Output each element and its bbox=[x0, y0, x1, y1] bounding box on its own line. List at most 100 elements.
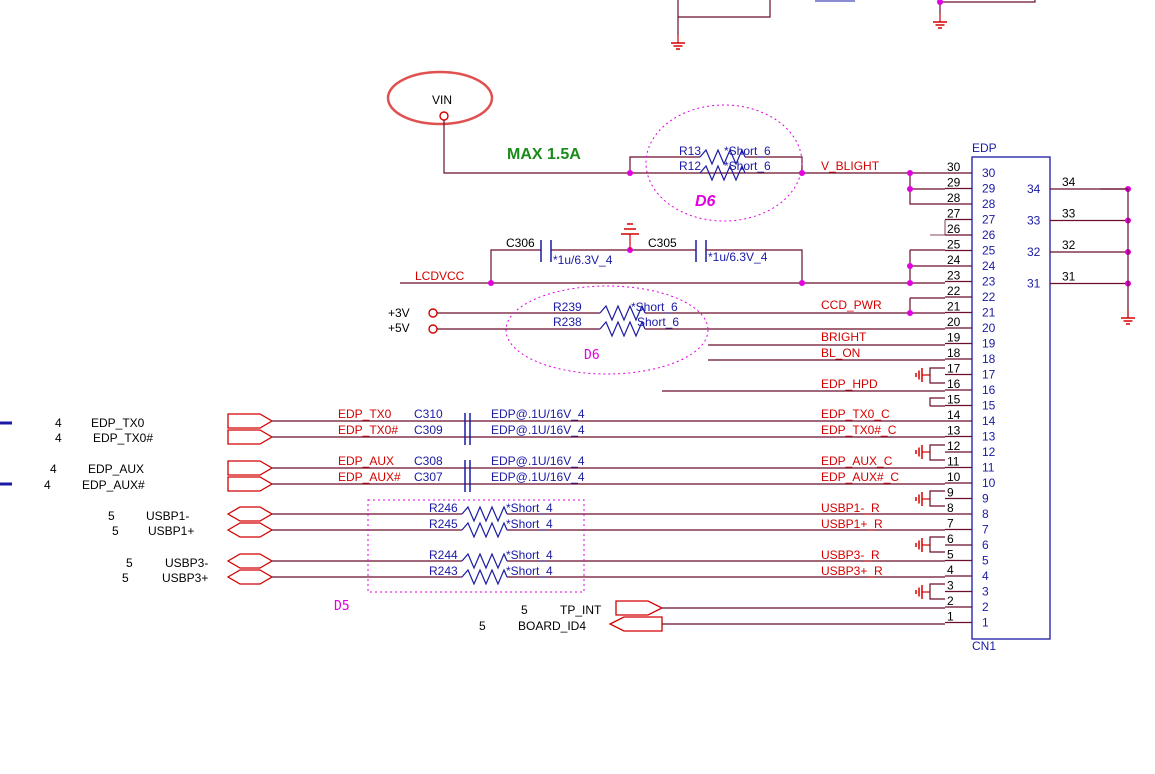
pin-31-number-outer: 31 bbox=[1062, 270, 1076, 284]
c305-ref: C305 bbox=[648, 236, 677, 250]
p3v-label: +3V bbox=[388, 306, 410, 320]
pin-29-number-inner: 29 bbox=[982, 182, 996, 196]
pin-25-number-outer: 25 bbox=[947, 238, 961, 252]
pin-21-number-inner: 21 bbox=[982, 306, 996, 320]
offpage-usbp3n-name: USBP3- bbox=[165, 556, 208, 570]
d6-top-group-label: D6 bbox=[695, 193, 716, 210]
r246-ref: R246 bbox=[429, 501, 458, 515]
vin-highlight-ring bbox=[386, 70, 494, 126]
pin-9-number-inner: 9 bbox=[982, 492, 989, 506]
pin-18-number-inner: 18 bbox=[982, 352, 996, 366]
c310-value: EDP@.1U/16V_4 bbox=[491, 407, 585, 421]
pin-7-number-outer: 7 bbox=[947, 517, 954, 531]
r239-ref: R239 bbox=[553, 300, 582, 314]
p5v-label: +5V bbox=[388, 321, 410, 335]
r246-resistor bbox=[461, 505, 508, 523]
misc-offpage: 5 TP_INT 5 BOARD_ID4 bbox=[479, 600, 945, 633]
edp-tx0-c-net: EDP_TX0_C bbox=[821, 407, 890, 421]
r238-value: Short_6 bbox=[637, 315, 679, 329]
c307-ref: C307 bbox=[414, 470, 443, 484]
pin-23-number-outer: 23 bbox=[947, 269, 961, 283]
usbp1p-r-net: USBP1+_R bbox=[821, 517, 883, 531]
d5-group-label: D5 bbox=[334, 599, 350, 614]
r245-resistor bbox=[461, 521, 508, 539]
pin-4-number-inner: 4 bbox=[982, 569, 989, 583]
pin-6-number-outer: 6 bbox=[947, 532, 954, 546]
pin-12-number-outer: 12 bbox=[947, 439, 961, 453]
c308-value: EDP@.1U/16V_4 bbox=[491, 454, 585, 468]
pin-14-number-inner: 14 bbox=[982, 414, 996, 428]
edp-auxn-c-net: EDP_AUX#_C bbox=[821, 470, 899, 484]
pin-6-number-inner: 6 bbox=[982, 538, 989, 552]
offpage-usbp1n-name: USBP1- bbox=[146, 509, 189, 523]
pin-26-number-outer: 26 bbox=[947, 222, 961, 236]
r245-value: *Short_4 bbox=[506, 517, 553, 531]
c306-ref: C306 bbox=[506, 236, 535, 250]
pin-31-number-inner: 31 bbox=[1027, 277, 1041, 291]
offpage-usbp3p-sheet: 5 bbox=[122, 571, 129, 585]
offpage-usbp3p-name: USBP3+ bbox=[162, 571, 208, 585]
pin-13-number-inner: 13 bbox=[982, 430, 996, 444]
pin-32-number-outer: 32 bbox=[1062, 238, 1076, 252]
rail-resistors: +3V +5V R239 *Short_6 R238 Short_6 D6 bbox=[388, 285, 945, 375]
offpage-aux-name: EDP_AUX bbox=[88, 462, 144, 476]
pin-30-number-outer: 30 bbox=[947, 160, 961, 174]
d6-top-group-outline bbox=[645, 104, 803, 222]
r243-resistor bbox=[461, 568, 508, 586]
edp-aux-c-net: EDP_AUX_C bbox=[821, 454, 893, 468]
r238-resistor bbox=[599, 320, 646, 338]
r13-resistor bbox=[699, 148, 746, 166]
edp-hpd-net: EDP_HPD bbox=[821, 377, 878, 391]
v-blight-net: V_BLIGHT bbox=[821, 159, 880, 173]
pin-5-number-outer: 5 bbox=[947, 548, 954, 562]
d6-mid-group-label: D6 bbox=[584, 348, 600, 363]
r12-value: *Short_6 bbox=[724, 159, 771, 173]
lcdvcc-net: LCDVCC bbox=[415, 269, 465, 283]
edp-auxn-net: EDP_AUX# bbox=[338, 470, 401, 484]
pin-24-number-inner: 24 bbox=[982, 259, 996, 273]
pin-11-number-inner: 11 bbox=[982, 461, 995, 475]
pin-12-number-inner: 12 bbox=[982, 445, 996, 459]
offpage-tp-int-sheet: 5 bbox=[521, 603, 528, 617]
pin-15-number-outer: 15 bbox=[947, 393, 961, 407]
pin-20-number-inner: 20 bbox=[982, 321, 996, 335]
pin-32-number-inner: 32 bbox=[1027, 245, 1041, 259]
pin-34-number-inner: 34 bbox=[1027, 182, 1041, 196]
pin-22-number-outer: 22 bbox=[947, 284, 961, 298]
pin-21-number-outer: 21 bbox=[947, 300, 961, 314]
pin-27-number-inner: 27 bbox=[982, 213, 996, 227]
offpage-usbp1p-name: USBP1+ bbox=[148, 524, 194, 538]
r244-ref: R244 bbox=[429, 548, 458, 562]
pin-17-number-outer: 17 bbox=[947, 362, 961, 376]
pin-9-number-outer: 9 bbox=[947, 486, 954, 500]
pin-4-number-outer: 4 bbox=[947, 563, 954, 577]
pin-1-number-inner: 1 bbox=[982, 616, 989, 630]
offpage-aux-sheet: 4 bbox=[50, 462, 57, 476]
r239-resistor bbox=[599, 304, 646, 322]
connector-title: EDP bbox=[972, 141, 997, 155]
r13-value: *Short_6 bbox=[724, 144, 771, 158]
c308-ref: C308 bbox=[414, 454, 443, 468]
pin-8-number-inner: 8 bbox=[982, 507, 989, 521]
pin-23-number-inner: 23 bbox=[982, 275, 996, 289]
pin-22-number-inner: 22 bbox=[982, 290, 996, 304]
pin-3-number-outer: 3 bbox=[947, 579, 954, 593]
pin-2-number-outer: 2 bbox=[947, 594, 954, 608]
edp-tx0n-c-net: EDP_TX0#_C bbox=[821, 423, 897, 437]
pin-33-number-inner: 33 bbox=[1027, 214, 1041, 228]
ccd-pwr-net: CCD_PWR bbox=[821, 298, 882, 312]
connector-designator: CN1 bbox=[972, 639, 996, 653]
pin-5-number-inner: 5 bbox=[982, 554, 989, 568]
pin-16-number-inner: 16 bbox=[982, 383, 996, 397]
offpage-board-id4-sheet: 5 bbox=[479, 619, 486, 633]
c306-value: *1u/6.3V_4 bbox=[553, 253, 613, 267]
pin-20-number-outer: 20 bbox=[947, 315, 961, 329]
c310-ref: C310 bbox=[414, 407, 443, 421]
pin-33-number-outer: 33 bbox=[1062, 207, 1076, 221]
offpage-usbp3n-sheet: 5 bbox=[126, 556, 133, 570]
pin-1-number-outer: 1 bbox=[947, 610, 954, 624]
vin-power-port: VIN bbox=[386, 70, 910, 174]
r243-ref: R243 bbox=[429, 564, 458, 578]
d6-mid-group-outline bbox=[505, 285, 709, 375]
